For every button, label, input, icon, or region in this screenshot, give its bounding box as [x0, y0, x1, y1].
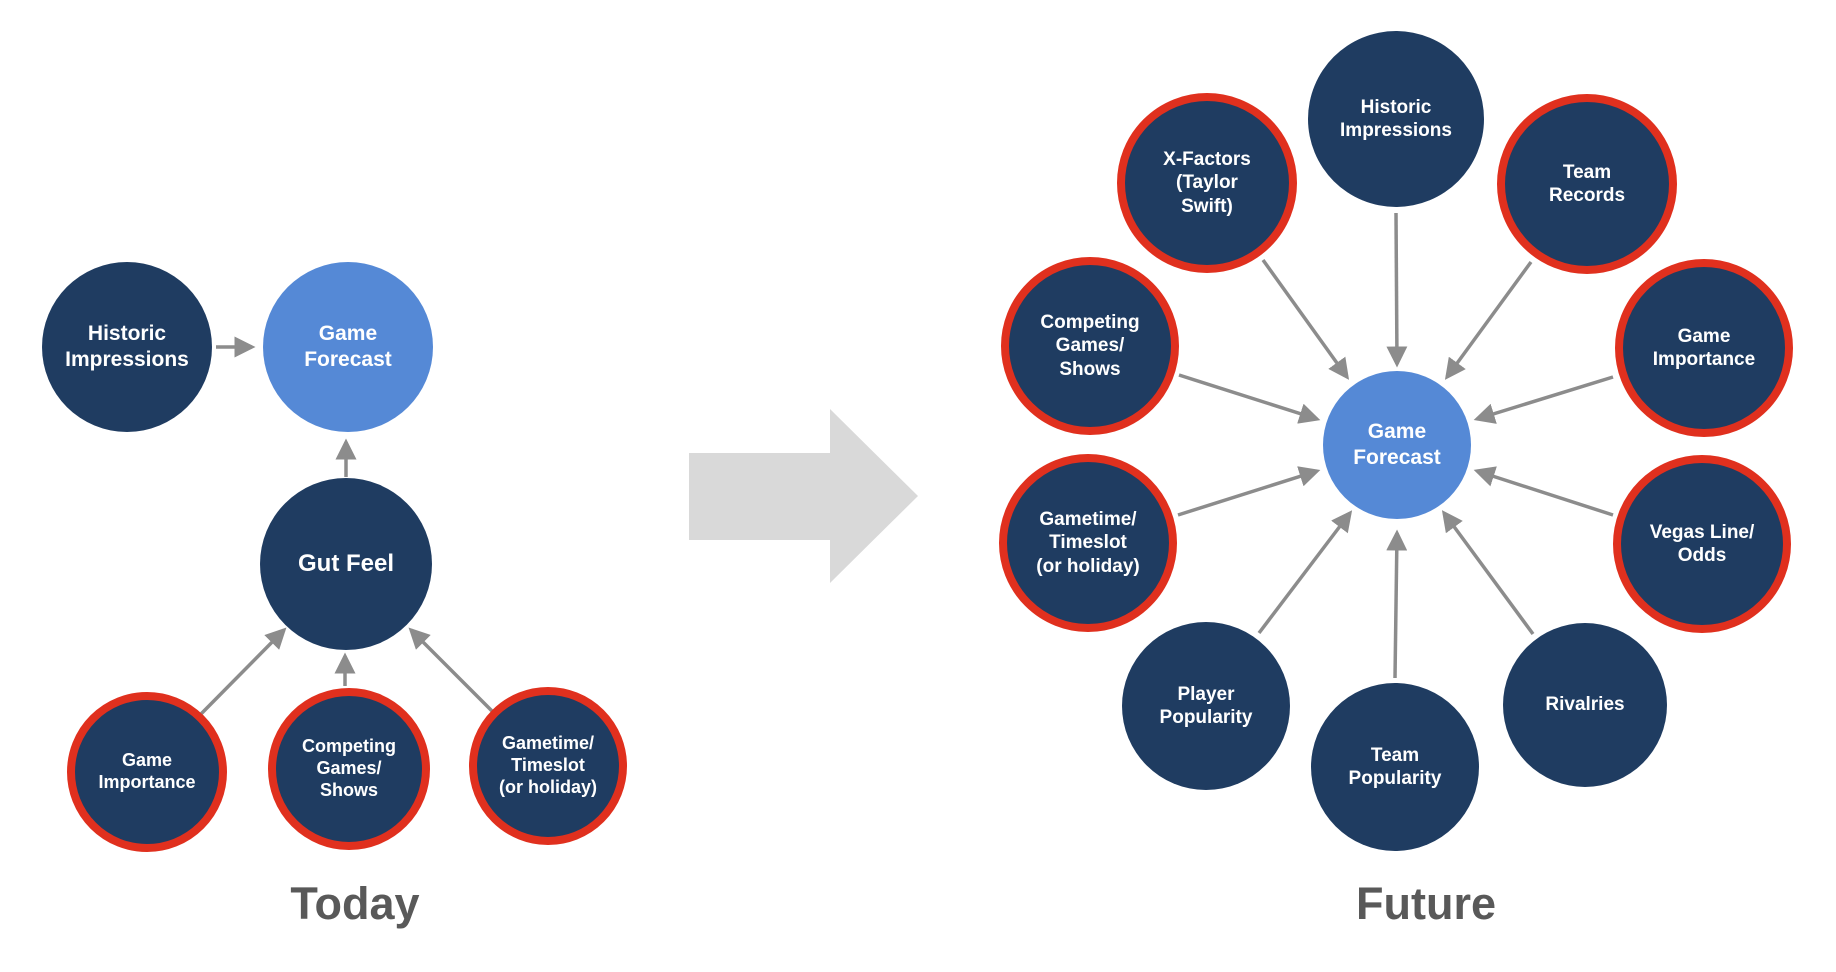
node-rivalries: Rivalries: [1503, 623, 1667, 787]
arrow-xfactors-to-forecast: [1261, 258, 1350, 380]
node-historic-impressions-today: Historic Impressions: [42, 262, 212, 432]
node-game-forecast-today: Game Forecast: [263, 262, 433, 432]
arrow-rivalries-to-forecast: [1441, 510, 1535, 636]
node-team-records: Team Records: [1497, 94, 1677, 274]
node-label: Game Forecast: [1353, 420, 1441, 469]
arrow-gameimportance-to-forecast: [1473, 375, 1614, 424]
future-title: Future: [1356, 878, 1496, 929]
node-player-popularity: Player Popularity: [1122, 622, 1290, 790]
today-to-future-arrow-icon: [689, 409, 918, 583]
arrow-competing-to-forecast: [1178, 373, 1321, 424]
node-label: Game Importance: [1652, 325, 1756, 370]
arrow-teamrecords-to-forecast: [1444, 260, 1533, 380]
arrow-vegasline-to-forecast: [1473, 466, 1614, 517]
arrow-gameimportance-to-gutfeel: [198, 627, 287, 717]
node-label: Gametime/ Timeslot (or holiday): [1036, 509, 1140, 577]
node-historic-impressions-future: Historic Impressions: [1308, 31, 1484, 207]
node-team-popularity: Team Popularity: [1311, 683, 1479, 851]
node-label: Historic Impressions: [1340, 96, 1452, 141]
node-game-importance-future: Game Importance: [1615, 259, 1793, 437]
node-game-forecast-future: Game Forecast: [1323, 371, 1471, 519]
node-gametime-timeslot-future: Gametime/ Timeslot (or holiday): [999, 454, 1177, 632]
node-label: Team Popularity: [1348, 744, 1442, 789]
node-label: Game Importance: [98, 750, 196, 792]
node-label: Player Popularity: [1159, 683, 1253, 728]
node-competing-games-shows-future: Competing Games/ Shows: [1001, 257, 1179, 435]
arrow-teampop-to-forecast: [1386, 529, 1408, 679]
node-label: X-Factors (Taylor Swift): [1163, 149, 1251, 217]
arrow-playerpop-to-forecast: [1257, 510, 1353, 635]
node-label: Vegas Line/ Odds: [1649, 521, 1755, 566]
node-vegas-line-odds: Vegas Line/ Odds: [1613, 455, 1791, 633]
node-label: Gametime/ Timeslot (or holiday): [499, 733, 597, 797]
node-label: Competing Games/ Shows: [1040, 312, 1140, 380]
node-label: Gut Feel: [297, 550, 394, 578]
node-competing-games-shows-today: Competing Games/ Shows: [268, 688, 430, 850]
node-label: Game Forecast: [304, 322, 392, 371]
node-game-importance-today: Game Importance: [67, 692, 227, 852]
node-gametime-timeslot-today: Gametime/ Timeslot (or holiday): [469, 687, 627, 845]
today-title: Today: [290, 878, 420, 929]
node-label: Competing Games/ Shows: [302, 736, 396, 800]
node-label: Rivalries: [1545, 694, 1625, 716]
arrow-gametime-to-forecast: [1177, 466, 1321, 517]
node-label: Team Records: [1548, 161, 1626, 206]
arrow-gametime-to-gutfeel: [408, 627, 495, 714]
node-label: Historic Impressions: [65, 322, 189, 371]
node-gut-feel: Gut Feel: [260, 478, 432, 650]
node-x-factors: X-Factors (Taylor Swift): [1117, 93, 1297, 273]
arrow-historic-to-forecast-future: [1386, 212, 1408, 368]
